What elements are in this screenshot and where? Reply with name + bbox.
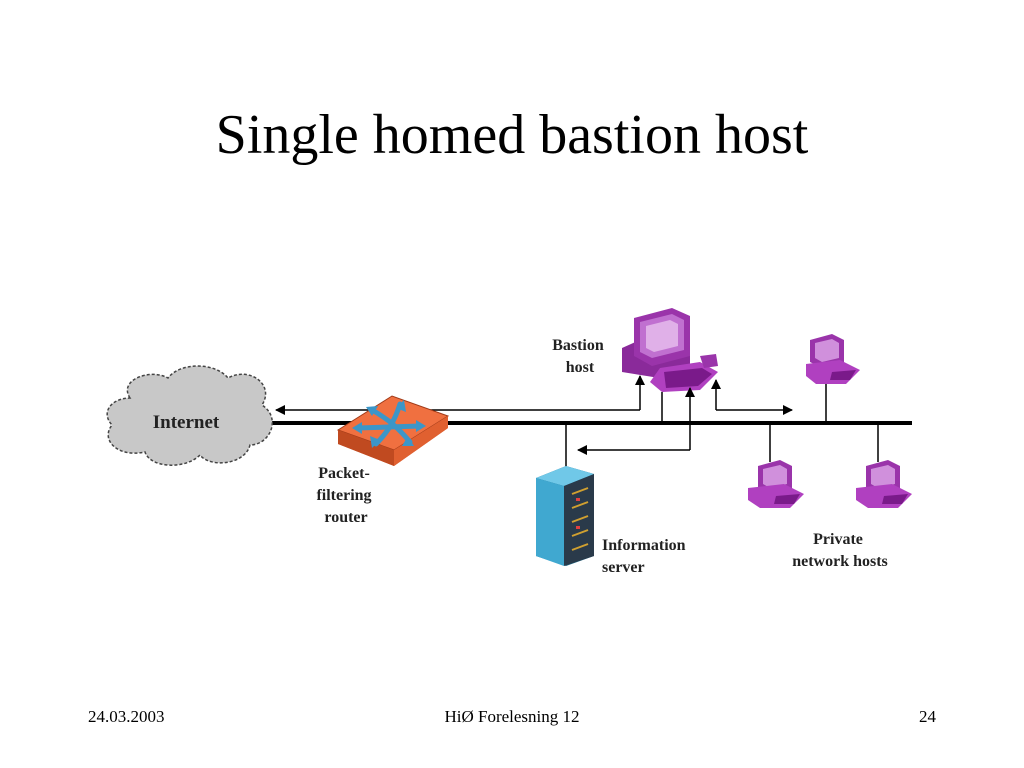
- information-server-icon: [536, 466, 594, 566]
- bastion-host-computer-icon: [622, 308, 718, 392]
- private-host-left-computer-icon: [748, 460, 804, 508]
- slide-title: Single homed bastion host: [215, 104, 809, 166]
- bastion-label: Bastion host: [552, 337, 608, 376]
- router-label-line2: filtering: [316, 487, 371, 504]
- bastion-label-line1: Bastion: [552, 337, 604, 354]
- private-hosts-label-line2: network hosts: [792, 553, 888, 570]
- private-host-top-computer-icon: [806, 334, 860, 384]
- internet-cloud: Internet: [106, 365, 273, 466]
- footer-date: 24.03.2003: [88, 707, 165, 726]
- private-host-right-computer-icon: [856, 460, 912, 508]
- info-server-label-line2: server: [602, 559, 645, 576]
- router-label: Packet- filtering router: [316, 465, 375, 526]
- footer-course: HiØ Forelesning 12: [444, 707, 580, 726]
- private-hosts-label: Private network hosts: [792, 531, 888, 570]
- info-server-label-line1: Information: [602, 537, 686, 554]
- router-label-line3: router: [324, 509, 367, 526]
- router-icon: [336, 395, 450, 466]
- footer-page-number: 24: [919, 707, 936, 726]
- info-server-label: Information server: [602, 537, 690, 576]
- bastion-label-line2: host: [566, 359, 595, 376]
- private-hosts-label-line1: Private: [813, 531, 863, 548]
- router-label-line1: Packet-: [318, 465, 370, 482]
- internet-label: Internet: [153, 412, 220, 433]
